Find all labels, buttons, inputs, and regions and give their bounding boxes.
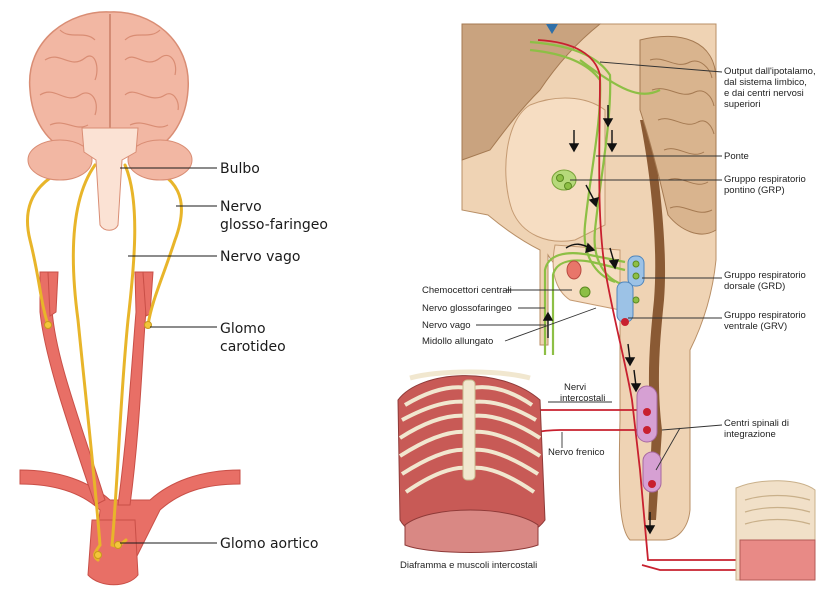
- label-output-3: e dai centri nervosi: [724, 88, 804, 99]
- right-panel: Output dall'ipotalamo, dal sistema limbi…: [398, 24, 816, 580]
- label-grd-2: dorsale (GRD): [724, 281, 785, 292]
- label-chemocettori: Chemocettori centrali: [422, 285, 512, 296]
- label-midollo: Midollo allungato: [422, 336, 493, 347]
- label-nervo-vago: Nervo vago: [220, 249, 300, 265]
- label-nervo-glosso-1: Nervo: [220, 199, 262, 215]
- label-nervo-vago-right: Nervo vago: [422, 320, 471, 331]
- abdomen-figure-icon: [736, 481, 815, 580]
- label-output-4: superiori: [724, 99, 760, 110]
- grd-nucleus-icon: [628, 256, 644, 286]
- left-carotid-branch: [48, 272, 58, 316]
- label-intercostali-2: intercostali: [560, 393, 605, 404]
- label-nervo-glosso-2: glosso-faringeo: [220, 217, 328, 233]
- left-carotid-body-icon: [45, 322, 52, 329]
- label-grp-1: Gruppo respiratorio: [724, 174, 806, 185]
- label-spinali-2: integrazione: [724, 429, 776, 440]
- label-intercostali-1: Nervi: [564, 382, 586, 393]
- aortic-body-icon-1: [95, 552, 102, 559]
- pons-icon: [506, 98, 605, 241]
- label-grp-2: pontino (GRP): [724, 185, 785, 196]
- label-bulbo: Bulbo: [220, 161, 260, 177]
- label-glomo-carotideo-1: Glomo: [220, 321, 266, 337]
- label-diaframma: Diaframma e muscoli intercostali: [400, 560, 537, 571]
- label-nervo-glossofaringeo: Nervo glossofaringeo: [422, 303, 512, 314]
- label-spinali-1: Centri spinali di: [724, 418, 789, 429]
- ribcage-icon: [398, 372, 545, 553]
- label-grd-1: Gruppo respiratorio: [724, 270, 806, 281]
- arteries: [20, 272, 240, 585]
- label-grv-2: ventrale (GRV): [724, 321, 787, 332]
- label-output-2: dal sistema limbico,: [724, 77, 807, 88]
- label-nervo-frenico: Nervo frenico: [548, 447, 605, 458]
- label-glomo-aortico: Glomo aortico: [220, 536, 319, 552]
- left-panel: Bulbo Nervo glosso-faringeo Nervo vago G…: [20, 12, 328, 585]
- label-grv-1: Gruppo respiratorio: [724, 310, 806, 321]
- label-glomo-carotideo-2: carotideo: [220, 339, 286, 355]
- label-ponte: Ponte: [724, 151, 749, 162]
- label-output-1: Output dall'ipotalamo,: [724, 66, 816, 77]
